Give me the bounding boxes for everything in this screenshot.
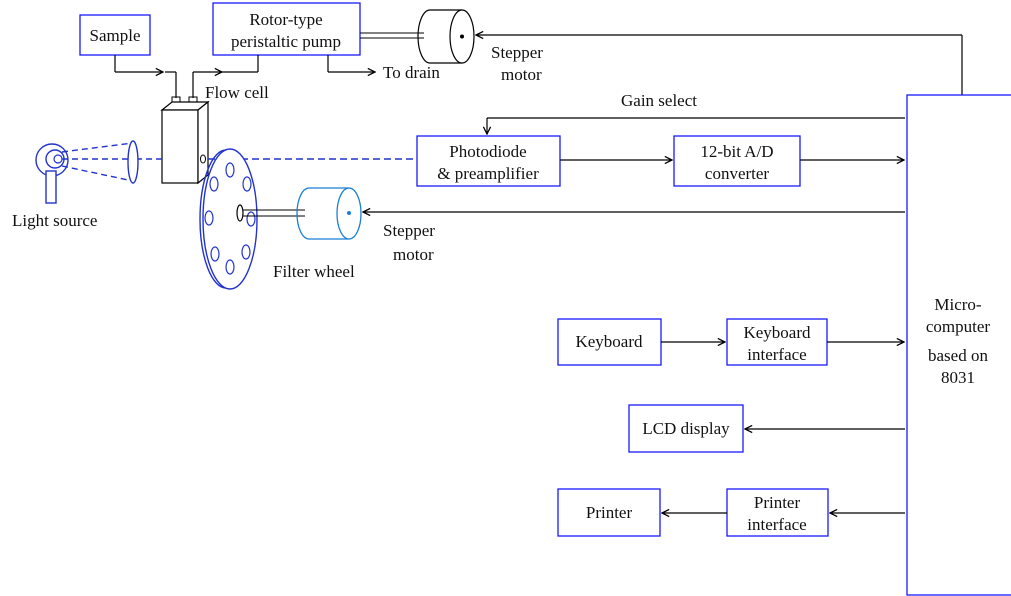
gain-select-label: Gain select <box>621 91 697 110</box>
filter-wheel-icon <box>199 148 258 290</box>
pump-stepper-motor-icon <box>417 9 475 64</box>
pump-label-line2: peristaltic pump <box>231 32 341 51</box>
micro-label-line1: Micro- <box>934 295 982 314</box>
pump-shaft <box>360 32 424 39</box>
sample-label: Sample <box>90 26 141 45</box>
prn-if-label-line1: Printer <box>754 493 801 512</box>
photodiode-box: Photodiode & preamplifier <box>416 135 561 187</box>
microcomputer-box: Micro- computer based on 8031 <box>906 94 1011 596</box>
lens-icon <box>127 140 139 184</box>
adc-label-line1: 12-bit A/D <box>700 142 773 161</box>
adc-label-line2: converter <box>705 164 770 183</box>
adc-box: 12-bit A/D converter <box>673 135 801 187</box>
flow-cell <box>160 96 210 185</box>
filter-wheel-shaft <box>243 209 305 217</box>
flowcell-to-pump-line <box>192 55 259 98</box>
pump-motor-control-line <box>476 35 963 95</box>
light-source-icon <box>35 143 69 204</box>
photodiode-label-line1: Photodiode <box>449 142 526 161</box>
micro-label-line3: based on <box>928 346 988 365</box>
filter-wheel-label: Filter wheel <box>273 262 355 281</box>
flow-cell-label: Flow cell <box>205 83 269 102</box>
to-drain-label: To drain <box>383 63 440 82</box>
stepper2-label-line1: Stepper <box>383 221 435 240</box>
micro-label-line4: 8031 <box>941 368 975 387</box>
kbd-if-label-line1: Keyboard <box>743 323 811 342</box>
pump-label-line1: Rotor-type <box>249 10 322 29</box>
keyboard-box: Keyboard <box>557 318 662 366</box>
printer-interface-box: Printer interface <box>726 488 829 537</box>
kbd-if-label-line2: interface <box>747 345 806 364</box>
micro-label-line2: computer <box>926 317 991 336</box>
keyboard-label: Keyboard <box>575 332 643 351</box>
stepper1-label-line1: Stepper <box>491 43 543 62</box>
prn-if-label-line2: interface <box>747 515 806 534</box>
photodiode-label-line2: & preamplifier <box>437 164 539 183</box>
keyboard-interface-box: Keyboard interface <box>726 318 828 366</box>
sample-to-flowcell-line <box>114 55 177 98</box>
gain-select-line <box>487 117 905 134</box>
peristaltic-pump-box: Rotor-type peristaltic pump <box>212 2 361 56</box>
printer-label: Printer <box>586 503 633 522</box>
lcd-display-box: LCD display <box>628 404 744 453</box>
light-source-label: Light source <box>12 211 97 230</box>
stepper1-label-line2: motor <box>501 65 542 84</box>
pump-to-drain-line <box>327 55 375 72</box>
filter-stepper-motor-icon <box>296 187 362 240</box>
stepper2-label-line2: motor <box>393 245 434 264</box>
lcd-label: LCD display <box>642 419 730 438</box>
sample-box: Sample <box>79 14 151 56</box>
printer-box: Printer <box>557 488 661 537</box>
